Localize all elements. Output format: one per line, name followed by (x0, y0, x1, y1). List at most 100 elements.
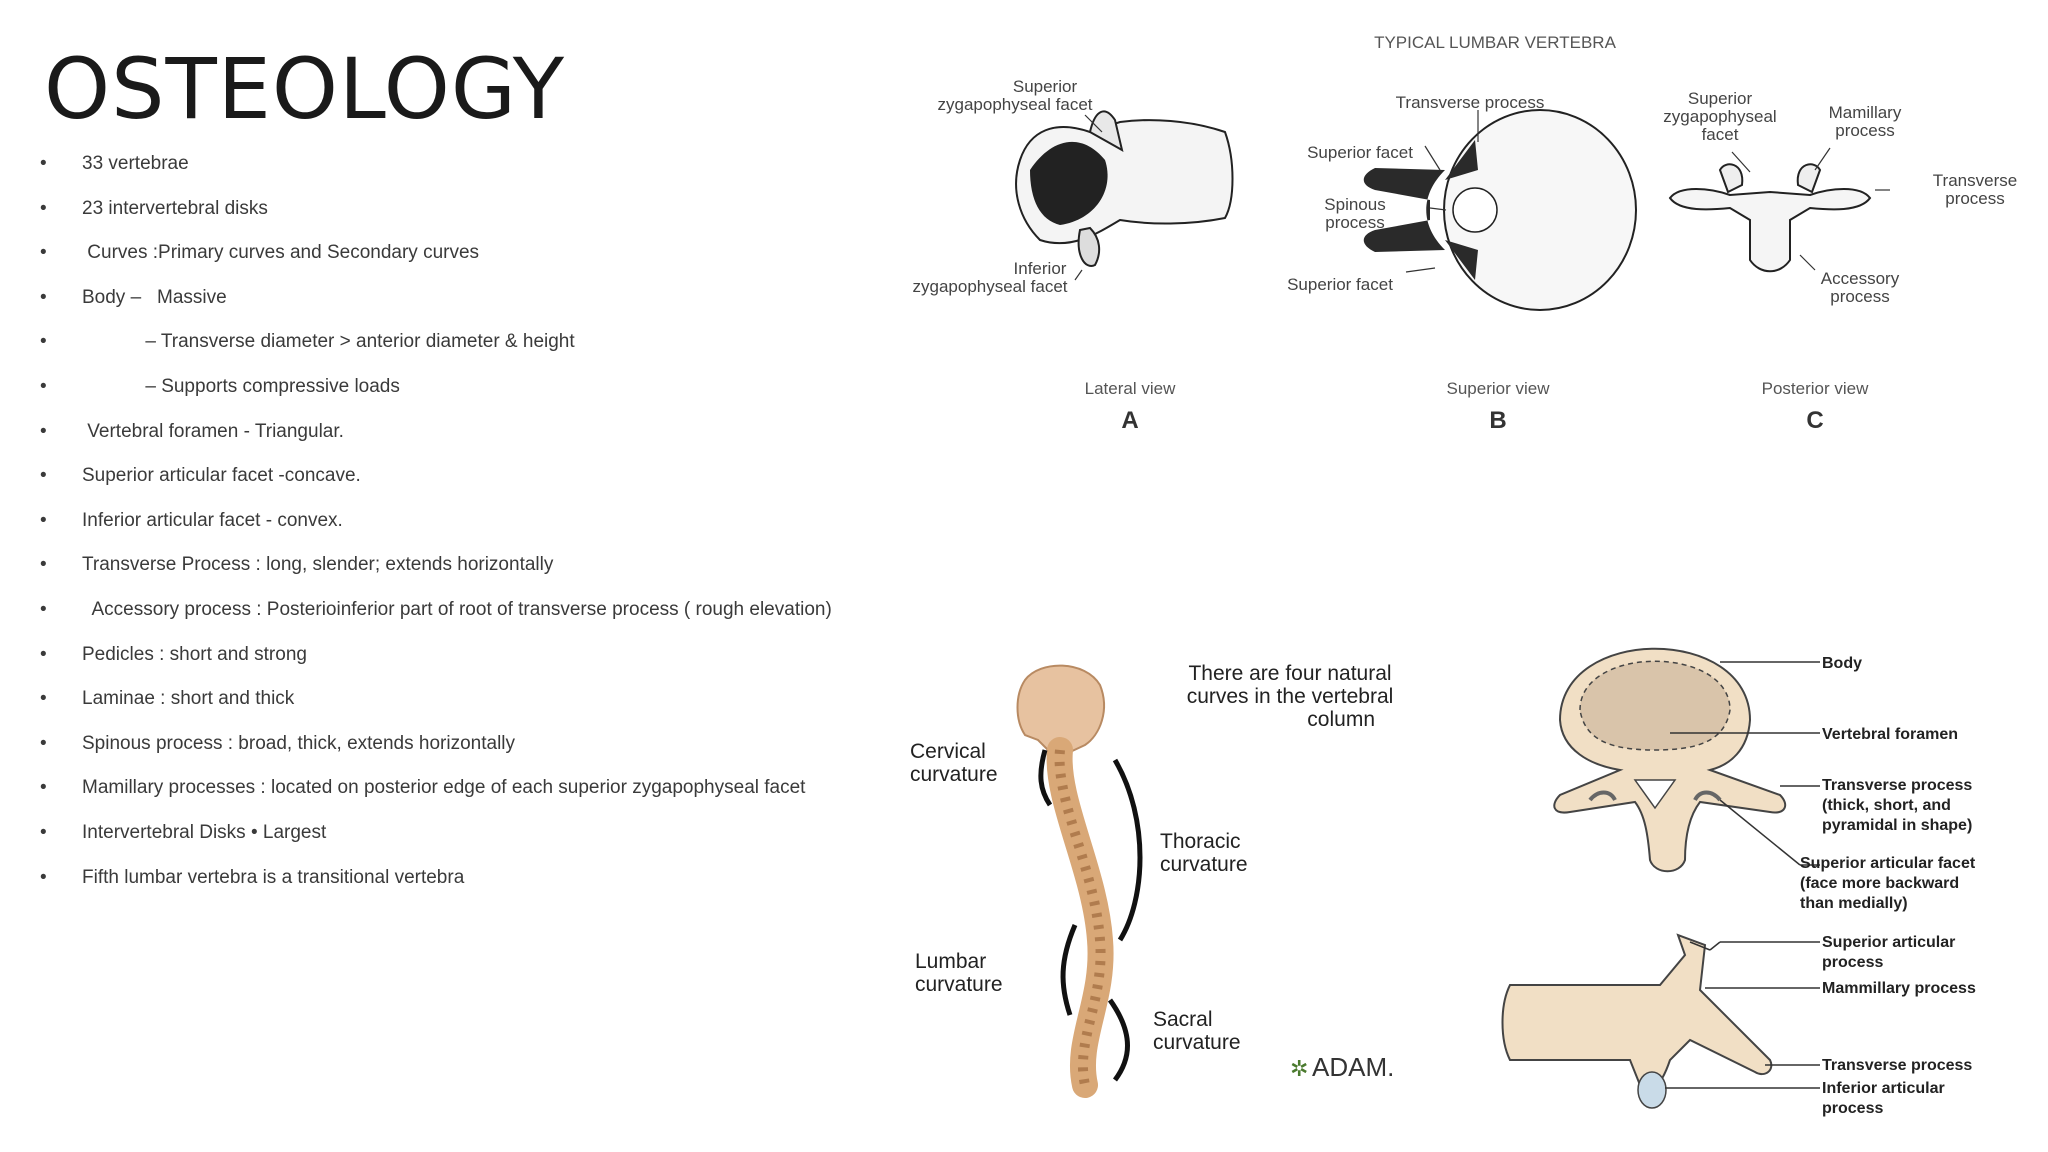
thoracic-label-1: Thoracic (1160, 830, 1241, 853)
bullet-dot-icon: • (40, 866, 47, 888)
superior-label-facet-top: Superior facet (1307, 143, 1413, 162)
bullet-text: Superior articular facet -concave. (82, 465, 361, 487)
lateral-label-superior-2: zygapophyseal facet (938, 95, 1093, 114)
label-inferior-articular-1: Inferior articular (1822, 1080, 1945, 1097)
bullet-dot-icon: • (40, 286, 47, 308)
labeled-vertebra-figure: Body Vertebral foramen Transverse proces… (1480, 590, 2040, 1140)
bullet-item: • Mamillary processes : located on poster… (40, 776, 860, 821)
bullet-item: • Curves :Primary curves and Secondary c… (40, 241, 860, 286)
bullet-item: • 33 vertebrae (40, 152, 860, 197)
bullet-item: • Pedicles : short and strong (40, 643, 860, 688)
posterior-label-transverse-2: process (1945, 189, 2005, 208)
bullet-dot-icon: • (40, 242, 47, 264)
bullet-item: • – Transverse diameter > anterior diame… (40, 330, 860, 375)
bullet-text: Intervertebral Disks • Largest (82, 821, 327, 843)
bullet-text: Spinous process : broad, thick, extends … (82, 732, 516, 754)
bullet-dot-icon: • (40, 375, 47, 397)
lateral-view-drawing (1015, 110, 1234, 281)
posterior-label-mamillary-2: process (1835, 121, 1895, 140)
bullet-dot-icon: • (40, 732, 47, 754)
lumbar-label-2: curvature (915, 973, 1003, 996)
label-transverse-3: pyramidal in shape) (1822, 817, 1972, 834)
bullet-item: • 23 intervertebral disks (40, 197, 860, 242)
spine-note-line-2: curves in the vertebral (1187, 685, 1394, 708)
posterior-label-transverse-1: Transverse (1933, 171, 2017, 190)
bullet-item: • Accessory process : Posterioinferior p… (40, 598, 860, 643)
label-body: Body (1822, 655, 1862, 672)
lateral-label-superior-1: Superior (1013, 77, 1078, 96)
bullet-item: • – Supports compressive loads (40, 375, 860, 420)
spine-note-line-3: column (1307, 708, 1375, 731)
lateral-label-inferior-1: Inferior (1014, 259, 1067, 278)
cervical-label-2: curvature (910, 763, 998, 786)
posterior-view-letter: C (1806, 407, 1823, 434)
posterior-label-accessory-1: Accessory (1821, 269, 1900, 288)
bullet-dot-icon: • (40, 554, 47, 576)
label-mammillary: Mammillary process (1822, 980, 1976, 997)
bullet-dot-icon: • (40, 509, 47, 531)
label-superior-articular-1: Superior articular (1822, 934, 1955, 951)
bullet-item: • Fifth lumbar vertebra is a transitional… (40, 866, 860, 911)
bullet-text: Mamillary processes : located on posteri… (82, 777, 806, 799)
skull-drawing (1016, 664, 1105, 753)
cervical-label-1: Cervical (910, 740, 986, 763)
bullet-dot-icon: • (40, 153, 47, 174)
posterior-label-mamillary-1: Mamillary (1829, 103, 1902, 122)
labeled-vertebra-svg: Body Vertebral foramen Transverse proces… (1501, 647, 1976, 1117)
bullet-item: • Inferior articular facet - convex. (40, 509, 860, 554)
spine-curvature-svg: There are four natural curves in the ver… (910, 662, 1394, 1098)
lateral-leader-lines (1665, 941, 1820, 1089)
superior-view-drawing (1363, 109, 1637, 311)
bullet-dot-icon: • (40, 777, 47, 799)
bullet-text: Accessory process : Posterioinferior par… (82, 598, 832, 620)
bullet-dot-icon: • (40, 643, 47, 665)
bullet-item: • Intervertebral Disks • Largest (40, 821, 860, 866)
superior-label-facet-bottom: Superior facet (1287, 275, 1393, 294)
label-vertebral-foramen: Vertebral foramen (1822, 726, 1958, 743)
label-facet-3: than medially) (1800, 895, 1908, 912)
adam-logo-star-icon: ✲ (1290, 1056, 1308, 1081)
bullet-text: – Transverse diameter > anterior diamete… (82, 331, 575, 353)
superior-label-transverse: Transverse process (1396, 93, 1545, 112)
bullet-text: Pedicles : short and strong (82, 643, 307, 665)
posterior-label-superior-3: facet (1702, 125, 1739, 144)
bullet-text: Vertebral foramen - Triangular. (82, 420, 344, 442)
label-superior-articular-2: process (1822, 954, 1883, 971)
bullet-text: 33 vertebrae (82, 153, 189, 174)
lateral-view-caption: Lateral view (1085, 379, 1176, 398)
vertebra-superior-drawing (1553, 647, 1787, 873)
label-leader-lines (1670, 661, 1820, 866)
label-transverse-1: Transverse process (1822, 777, 1972, 794)
bullet-list: • 33 vertebrae • 23 intervertebral disks • C… (40, 152, 860, 910)
superior-view-letter: B (1489, 407, 1506, 434)
posterior-view-drawing (1668, 147, 1890, 273)
lumbar-vertebra-figure: TYPICAL LUMBAR VERTEBRA Superior zygapop… (890, 20, 2040, 450)
adam-logo-text: ADAM. (1312, 1052, 1394, 1082)
thoracic-label-2: curvature (1160, 853, 1248, 876)
lumbar-figure-title: TYPICAL LUMBAR VERTEBRA (1374, 33, 1617, 52)
bullet-text: Body – Massive (82, 286, 227, 308)
bullet-item: •Transverse Process : long, slender; ext… (40, 553, 860, 598)
bullet-item: • Vertebral foramen - Triangular. (40, 420, 860, 465)
bullet-item: •Laminae : short and thick (40, 687, 860, 732)
label-transverse-2: (thick, short, and (1822, 797, 1951, 814)
label-facet-1: Superior articular facet (1800, 855, 1976, 872)
bullet-dot-icon: • (40, 598, 47, 620)
spine-drawing (1046, 737, 1114, 1098)
bullet-text: Inferior articular facet - convex. (82, 509, 343, 531)
bullet-dot-icon: • (40, 821, 47, 843)
superior-label-spinous-2: process (1325, 213, 1385, 232)
bullet-dot-icon: • (40, 331, 47, 353)
lumbar-vertebra-svg: TYPICAL LUMBAR VERTEBRA Superior zygapop… (913, 33, 2018, 434)
bullet-text: – Supports compressive loads (82, 375, 400, 397)
bullet-text: Fifth lumbar vertebra is a transitional … (82, 866, 465, 888)
superior-view-caption: Superior view (1447, 379, 1551, 398)
bullet-dot-icon: • (40, 197, 47, 219)
posterior-label-superior-2: zygapophyseal (1663, 107, 1776, 126)
bullet-item: • Spinous process : broad, thick, extends… (40, 732, 860, 777)
lumbar-label-1: Lumbar (915, 950, 986, 973)
bullet-dot-icon: • (40, 688, 47, 710)
posterior-label-superior-1: Superior (1688, 89, 1753, 108)
bullet-text: 23 intervertebral disks (82, 197, 268, 219)
